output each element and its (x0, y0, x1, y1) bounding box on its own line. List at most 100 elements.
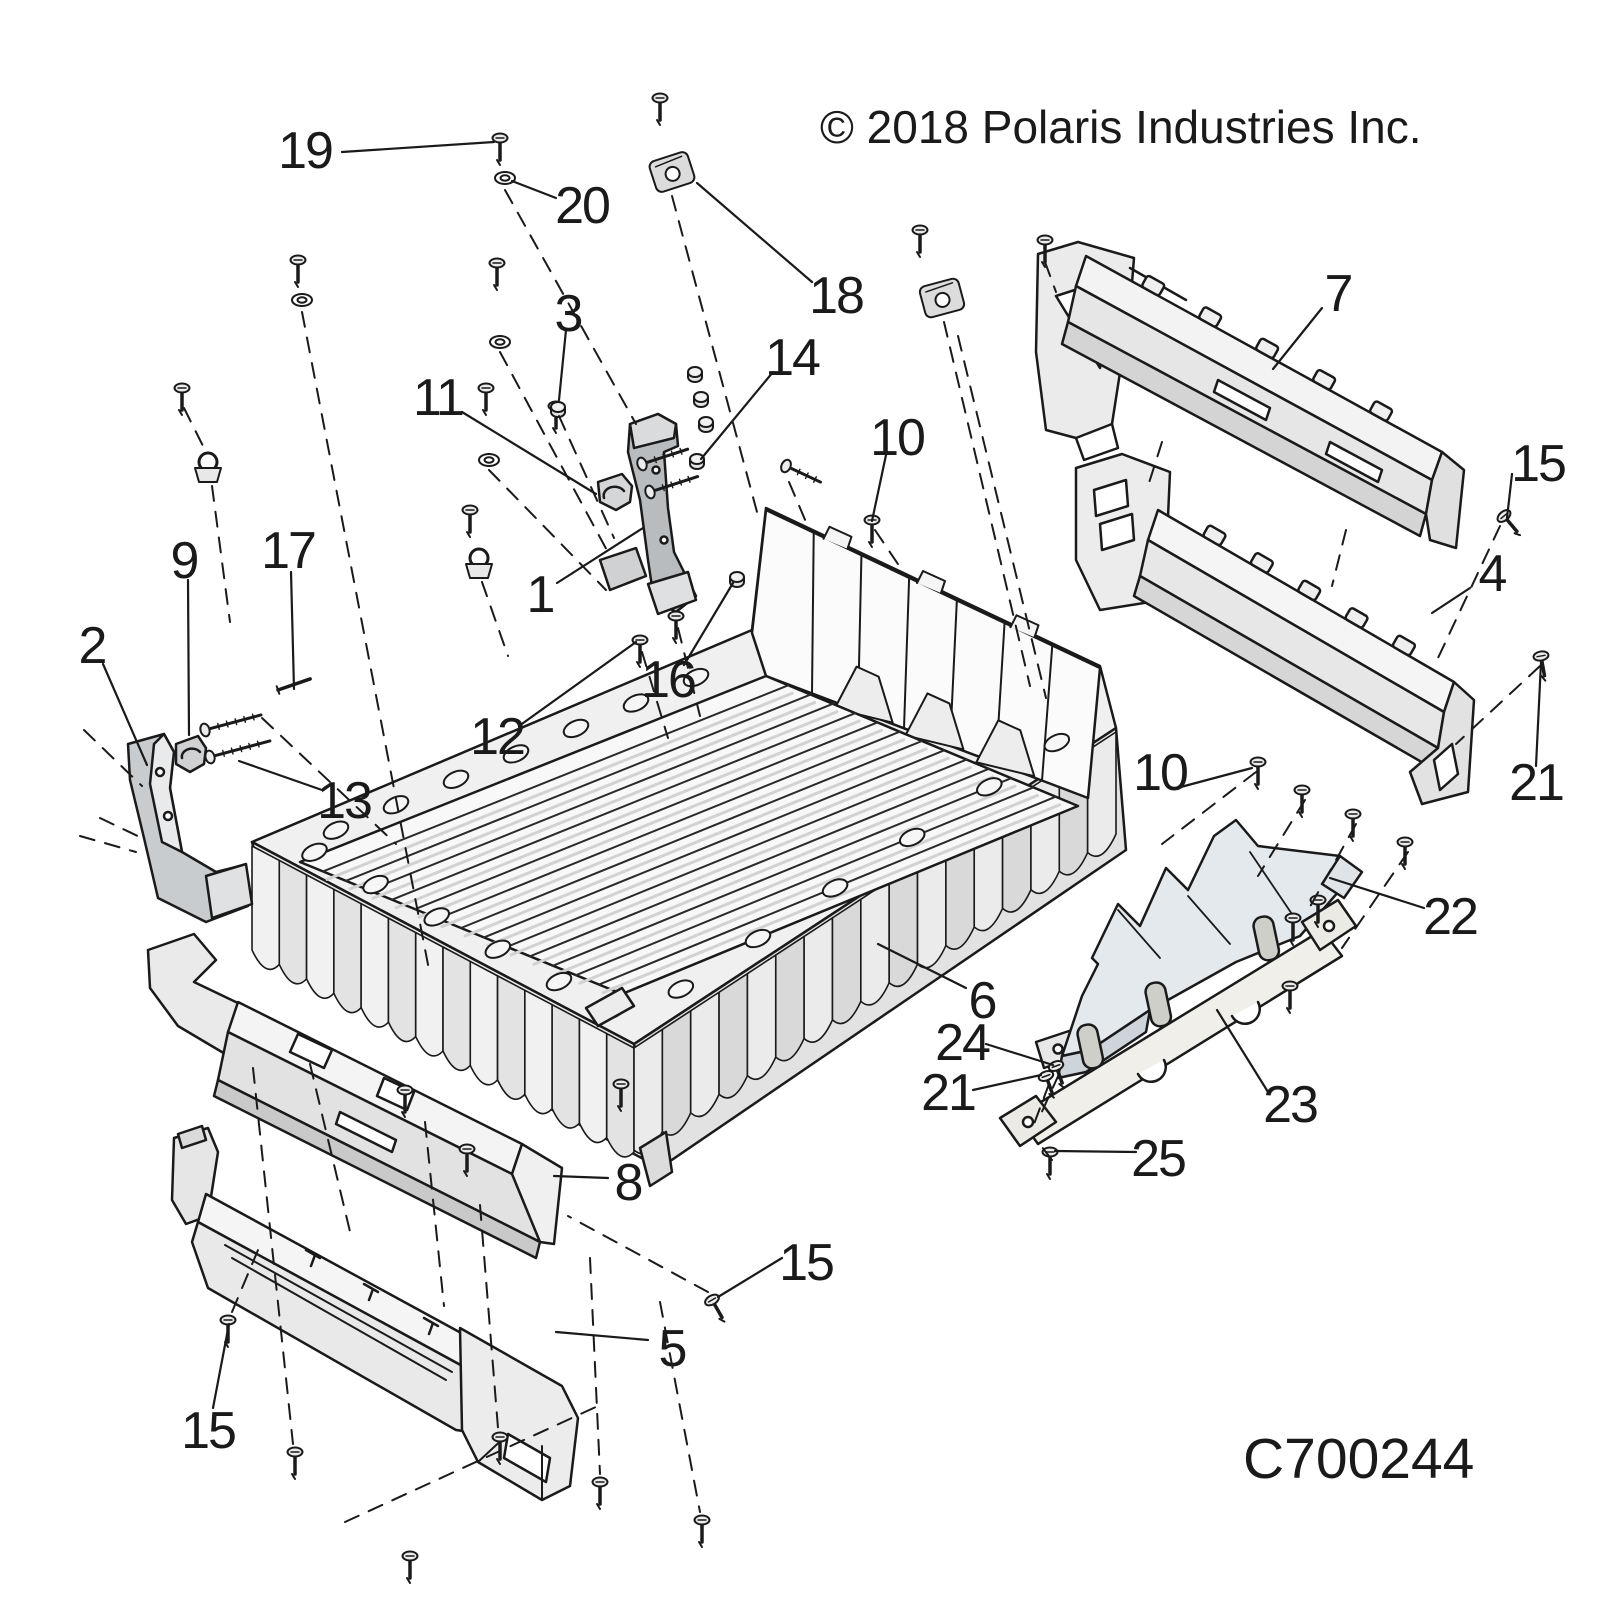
projection-line (488, 469, 607, 591)
callout-22-label: 22 (1423, 888, 1477, 946)
projection-line (1033, 1083, 1050, 1125)
screw-icon (1284, 912, 1302, 946)
rim-boss (562, 718, 590, 739)
part-5-panel (170, 1124, 580, 1502)
floor-slat (552, 777, 1013, 967)
projection-line (567, 1215, 709, 1293)
leader-line (555, 526, 645, 585)
projection-line (231, 1249, 259, 1313)
projection-line (479, 1204, 499, 1429)
leader-line (1271, 306, 1324, 371)
hardware-fasteners (173, 92, 1550, 1584)
callout-17-label: 17 (261, 522, 315, 580)
panel-tab (1141, 274, 1166, 297)
callout-13-label: 13 (317, 772, 371, 830)
projection-line (1037, 1141, 1053, 1161)
anchor-loop-icon (194, 451, 222, 483)
rim-boss (1043, 732, 1071, 753)
leader-line (186, 578, 191, 737)
screw-icon (461, 504, 479, 538)
nut-icon (729, 571, 745, 588)
projection-line (344, 1405, 599, 1523)
callout-16-label: 16 (641, 651, 695, 709)
panel-tab (1391, 634, 1417, 657)
callout-11-label: 11 (413, 369, 463, 427)
skirt-rib (661, 1010, 692, 1136)
screw-icon (693, 1514, 711, 1548)
screw-icon (1281, 980, 1299, 1014)
floor-slat-shade (532, 775, 995, 966)
leader-line (554, 1330, 650, 1342)
projection-line (79, 835, 137, 853)
floor-slat (460, 740, 923, 929)
tie-down-anchor-icon (648, 151, 696, 193)
callout-10-label: 10 (1133, 744, 1187, 802)
projection-line (677, 627, 701, 717)
floor-slat-shade (440, 738, 906, 929)
callout-9-label: 9 (171, 532, 198, 590)
callout-18-label: 18 (809, 267, 863, 325)
projection-line (1147, 441, 1163, 487)
screw-icon (477, 382, 495, 416)
floor-slat-shade (509, 766, 973, 957)
skirt-rib (1086, 731, 1117, 857)
projection-line (659, 1301, 701, 1513)
leader-line (517, 640, 638, 728)
leader-line (716, 1256, 784, 1299)
floor-slat (506, 758, 968, 948)
leader-line (101, 662, 149, 767)
screw-icon (612, 1078, 630, 1112)
skirt-rib (524, 989, 553, 1115)
projection-line (1257, 799, 1306, 877)
screw-icon (458, 1143, 476, 1177)
projection-line (1455, 665, 1541, 745)
clip-mark (362, 1282, 380, 1302)
nut-icon (550, 401, 566, 418)
tie-down-anchor-icon (918, 277, 966, 319)
projection-line (252, 1067, 294, 1445)
anchor-loop-icon (465, 547, 493, 579)
callout-24-label: 24 (935, 1014, 990, 1072)
leader-line (695, 181, 814, 284)
skirt-rib (831, 898, 862, 1025)
part-2-bracket (126, 732, 254, 924)
callout-12-label: 12 (470, 708, 524, 766)
leader-line (971, 1073, 1043, 1092)
panel-tab (1312, 368, 1337, 391)
leader-line (552, 1174, 610, 1180)
rim-boss (502, 744, 530, 764)
skirt-rib (333, 888, 362, 1014)
projection-line (1331, 529, 1347, 587)
floor-slat-shade (394, 719, 861, 910)
part-22-heat-shield (1034, 818, 1364, 1080)
leader-line (1534, 660, 1543, 768)
screw-icon (1344, 808, 1362, 842)
panel-tab (1202, 524, 1227, 547)
projection-line (589, 1257, 601, 1475)
leader-line (699, 370, 775, 461)
projection-line (83, 729, 143, 787)
rim-boss (744, 928, 772, 949)
wall-gusset (975, 719, 1036, 778)
strip-tab (1144, 981, 1173, 1028)
projection-line (424, 1121, 445, 1307)
skirt-rib (251, 845, 281, 971)
floor-slat (529, 767, 990, 958)
wall-gusset (904, 692, 965, 751)
bolt-icon (636, 447, 690, 472)
projection-line (1341, 851, 1409, 949)
skirt-rib (718, 972, 749, 1099)
nut-icon (689, 453, 705, 470)
floor-slat (322, 684, 790, 873)
bolt-icon (780, 458, 822, 484)
floor-slat-shade (371, 710, 839, 900)
part-7-panel (1034, 240, 1466, 550)
panel-tab (1255, 337, 1280, 360)
callout-2-label: 2 (79, 617, 106, 675)
projection-line (558, 415, 615, 539)
washer-icon (489, 335, 511, 349)
washer-icon (291, 293, 313, 307)
panel-tab (1297, 579, 1322, 602)
